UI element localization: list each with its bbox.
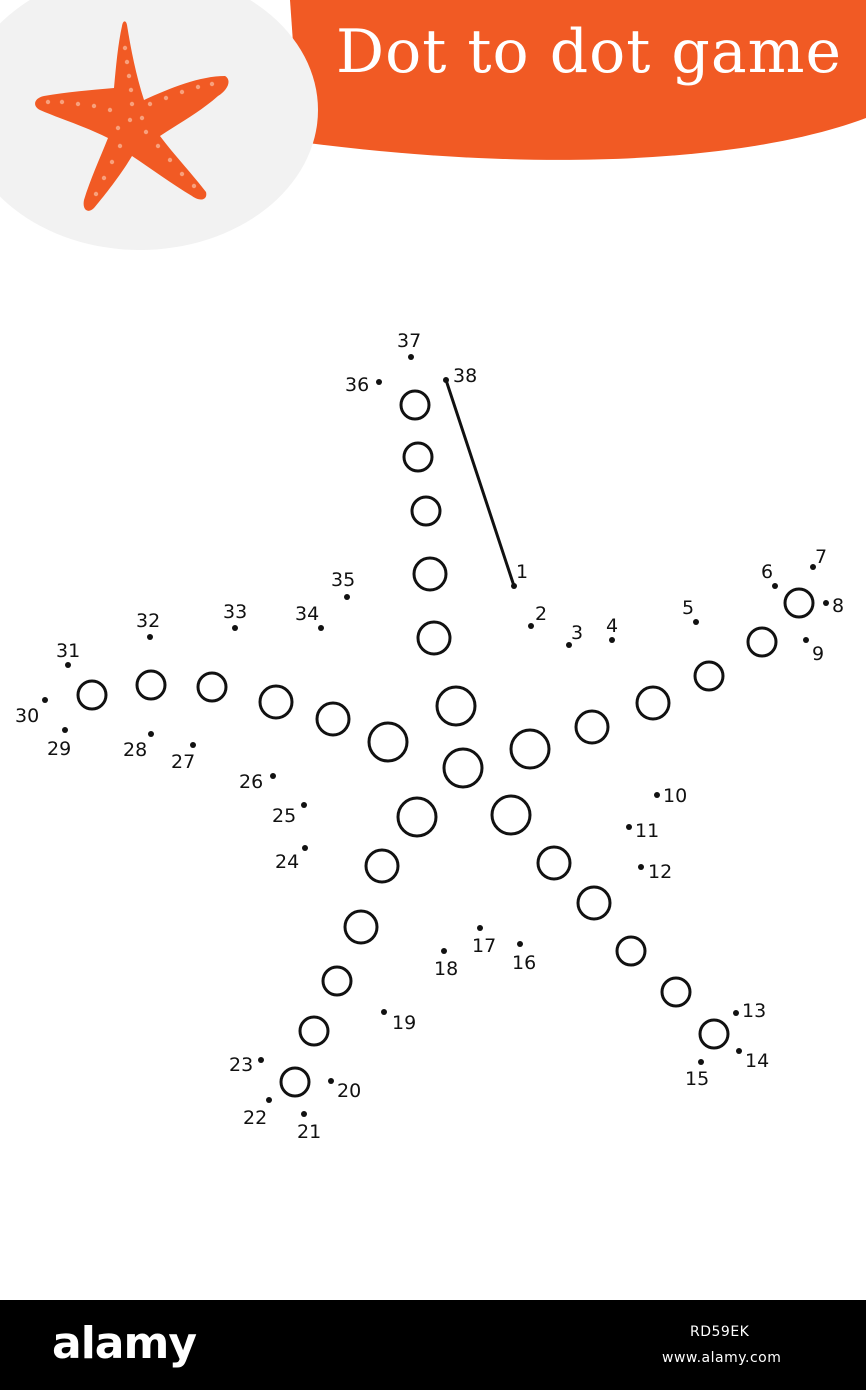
dot-label-17: 17 xyxy=(472,935,496,957)
dot-35[interactable] xyxy=(344,594,350,600)
dot-28[interactable] xyxy=(148,731,154,737)
dot-label-26: 26 xyxy=(239,771,263,793)
dot-4[interactable] xyxy=(609,637,615,643)
starfish-guide-circles xyxy=(76,389,815,1098)
dot-37[interactable] xyxy=(408,354,414,360)
dot-15[interactable] xyxy=(698,1059,704,1065)
dot-label-5: 5 xyxy=(682,597,694,619)
dot-label-3: 3 xyxy=(571,622,583,644)
dot-label-37: 37 xyxy=(397,330,421,352)
dot-label-13: 13 xyxy=(742,1000,766,1022)
dot-7[interactable] xyxy=(810,564,816,570)
dot-25[interactable] xyxy=(301,802,307,808)
dot-2[interactable] xyxy=(528,623,534,629)
dot-36[interactable] xyxy=(376,379,382,385)
dot-33[interactable] xyxy=(232,625,238,631)
dot-label-29: 29 xyxy=(47,738,71,760)
dot-label-10: 10 xyxy=(663,785,687,807)
game-title: Dot to dot game xyxy=(336,17,843,87)
dot-18[interactable] xyxy=(441,948,447,954)
dot-10[interactable] xyxy=(654,792,660,798)
dot-label-27: 27 xyxy=(171,751,195,773)
dot-1[interactable] xyxy=(511,583,517,589)
dot-23[interactable] xyxy=(258,1057,264,1063)
dot-34[interactable] xyxy=(318,625,324,631)
dot-label-36: 36 xyxy=(345,374,369,396)
dot-21[interactable] xyxy=(301,1111,307,1117)
dot-17[interactable] xyxy=(477,925,483,931)
dot-label-22: 22 xyxy=(243,1107,267,1129)
dot-label-25: 25 xyxy=(272,805,296,827)
dot-label-9: 9 xyxy=(812,643,824,665)
dot-label-14: 14 xyxy=(745,1050,769,1072)
dot-20[interactable] xyxy=(328,1078,334,1084)
dot-31[interactable] xyxy=(65,662,71,668)
dot-label-34: 34 xyxy=(295,603,319,625)
drawn-line-38-to-1 xyxy=(444,378,516,588)
dot-label-18: 18 xyxy=(434,958,458,980)
dot-30[interactable] xyxy=(42,697,48,703)
dot-14[interactable] xyxy=(736,1048,742,1054)
dot-label-19: 19 xyxy=(392,1012,416,1034)
dot-label-1: 1 xyxy=(516,561,528,583)
dot-label-2: 2 xyxy=(535,603,547,625)
dot-11[interactable] xyxy=(626,824,632,830)
footer-bar: alamy RD59EK www.alamy.com xyxy=(0,1300,866,1390)
footer-logo: alamy xyxy=(52,1318,197,1369)
dot-13[interactable] xyxy=(733,1010,739,1016)
dot-26[interactable] xyxy=(270,773,276,779)
dot-label-30: 30 xyxy=(15,705,39,727)
header-orange-banner xyxy=(290,0,866,160)
dot-38[interactable] xyxy=(443,377,449,383)
dot-29[interactable] xyxy=(62,727,68,733)
dot-19[interactable] xyxy=(381,1009,387,1015)
dot-label-11: 11 xyxy=(635,820,659,842)
dot-6[interactable] xyxy=(772,583,778,589)
dot-label-15: 15 xyxy=(685,1068,709,1090)
dot-label-6: 6 xyxy=(761,561,773,583)
dot-label-33: 33 xyxy=(223,601,247,623)
dot-3[interactable] xyxy=(566,642,572,648)
dot-label-23: 23 xyxy=(229,1054,253,1076)
dot-5[interactable] xyxy=(693,619,699,625)
dot-label-24: 24 xyxy=(275,851,299,873)
footer-image-id: RD59EK xyxy=(690,1324,750,1340)
dot-label-20: 20 xyxy=(337,1080,361,1102)
dot-22[interactable] xyxy=(266,1097,272,1103)
dot-9[interactable] xyxy=(803,637,809,643)
dot-16[interactable] xyxy=(517,941,523,947)
dot-label-28: 28 xyxy=(123,739,147,761)
starfish-icon xyxy=(35,21,229,211)
dot-27[interactable] xyxy=(190,742,196,748)
dot-label-16: 16 xyxy=(512,952,536,974)
dot-label-8: 8 xyxy=(832,595,844,617)
dot-12[interactable] xyxy=(638,864,644,870)
dot-8[interactable] xyxy=(823,600,829,606)
dot-label-32: 32 xyxy=(136,610,160,632)
dot-label-35: 35 xyxy=(331,569,355,591)
dot-label-38: 38 xyxy=(453,365,477,387)
dot-label-31: 31 xyxy=(56,640,80,662)
dot-label-7: 7 xyxy=(815,546,827,568)
footer-url: www.alamy.com xyxy=(662,1350,782,1366)
dot-label-21: 21 xyxy=(297,1121,321,1143)
dot-label-4: 4 xyxy=(606,615,618,637)
dot-label-12: 12 xyxy=(648,861,672,883)
dot-32[interactable] xyxy=(147,634,153,640)
dot-24[interactable] xyxy=(302,845,308,851)
